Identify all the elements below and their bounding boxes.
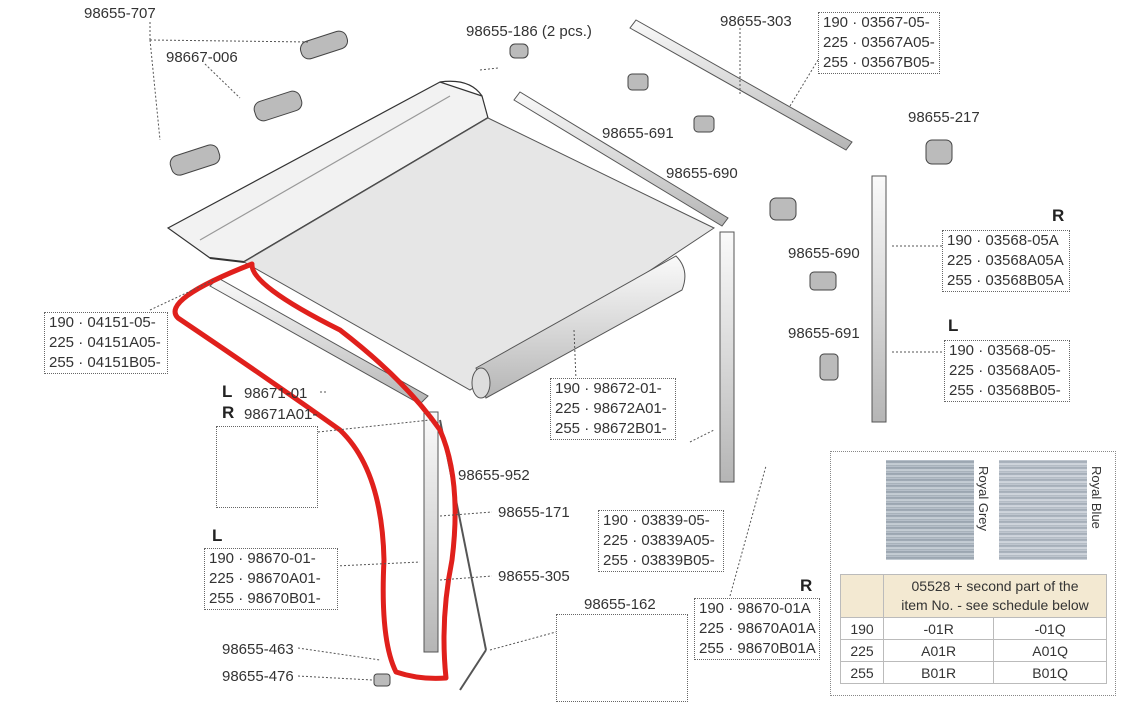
box-98670-r-line-2: 225 · 98670A01A [699,620,816,637]
box-03839-line-2: 225 · 03839A05- [603,532,715,549]
box-03567-line-3: 255 · 03567B05- [823,54,935,71]
box-03568-l-line-2: 225 · 03568A05- [949,362,1061,379]
box-98670-l-line-2: 225 · 98670A01- [209,570,321,587]
side-mark-r-top: R [1052,206,1065,225]
schedule-header-line-2: item No. - see schedule below [901,597,1089,613]
label-98655-162: 98655-162 [584,596,656,613]
label-98655-707: 98655-707 [84,5,156,22]
box-98670-r-line-3: 255 · 98670B01A [699,640,816,657]
schedule-size: 225 [840,639,884,662]
box-04151-line-2: 225 · 04151A05- [49,334,161,351]
box-03568-l-line-1: 190 · 03568-05- [949,342,1056,359]
box-03839-line-1: 190 · 03839-05- [603,512,710,529]
support-strut [439,419,487,691]
label-98655-691-top: 98655-691 [602,125,674,142]
box-98670-l-line-3: 255 · 98670B01- [209,590,321,607]
schedule-corner [840,574,884,618]
box-03567: 190 · 03567-05- 225 · 03567A05- 255 · 03… [818,12,940,74]
side-mark-l-arm: L [222,382,233,401]
schedule-blue: -01Q [993,617,1107,640]
label-98655-463: 98655-463 [222,641,294,658]
box-98672: 190 · 98672-01- 225 · 98672A01- 255 · 98… [550,378,676,440]
box-98672-line-3: 255 · 98672B01- [555,420,667,437]
schedule-blue: A01Q [993,639,1107,662]
box-03567-line-2: 225 · 03567A05- [823,34,935,51]
side-mark-l-leg: L [212,526,223,545]
box-03568-l: 190 · 03568-05- 225 · 03568A05- 255 · 03… [944,340,1070,402]
schedule-row: 225 A01R A01Q [840,639,1107,662]
swatch-royal-blue [999,460,1087,560]
schedule-row: 255 B01R B01Q [840,661,1107,684]
box-98670-l-line-1: 190 · 98670-01- [209,550,316,567]
label-98667-006: 98667-006 [166,49,238,66]
box-98672-line-1: 190 · 98672-01- [555,380,662,397]
box-04151-line-1: 190 · 04151-05- [49,314,156,331]
label-98655-217: 98655-217 [908,109,980,126]
label-98655-305: 98655-305 [498,568,570,585]
box-04151: 190 · 04151-05- 225 · 04151A05- 255 · 04… [44,312,168,374]
awning-fabric [243,117,716,391]
box-98670-l: 190 · 98670-01- 225 · 98670A01- 255 · 98… [204,548,338,610]
side-mark-l-right: L [948,316,959,335]
label-98655-186: 98655-186 (2 pcs.) [466,23,592,40]
side-mark-r-leg: R [800,576,813,595]
box-03839-line-3: 255 · 03839B05- [603,552,715,569]
swatch-royal-grey [886,460,974,560]
cord-kit-box [556,614,688,702]
box-03568-r-line-1: 190 · 03568-05A [947,232,1059,249]
schedule-blue: B01Q [993,661,1107,684]
swatch-royal-grey-name: Royal Grey [976,466,991,532]
box-03568-r: 190 · 03568-05A 225 · 03568A05A 255 · 03… [942,230,1070,292]
box-03568-r-line-3: 255 · 03568B05A [947,272,1064,289]
box-03568-l-line-3: 255 · 03568B05- [949,382,1061,399]
label-98655-690-top: 98655-690 [666,165,738,182]
schedule-grey: B01R [882,661,995,684]
schedule-row: 190 -01R -01Q [840,617,1107,640]
legs [423,175,887,653]
schedule-grey: -01R [882,617,995,640]
schedule-grey: A01R [882,639,995,662]
fabric-schedule-table: 05528 + second part of the item No. - se… [840,574,1107,684]
label-98655-476: 98655-476 [222,668,294,685]
schedule-header: 05528 + second part of the item No. - se… [883,574,1107,618]
schedule-size: 255 [840,661,884,684]
arm-parts-box [216,426,318,508]
label-98655-303: 98655-303 [720,13,792,30]
label-98671a01: 98671A01- [244,406,318,423]
box-04151-line-3: 255 · 04151B05- [49,354,161,371]
box-03567-line-1: 190 · 03567-05- [823,14,930,31]
box-98670-r-line-1: 190 · 98670-01A [699,600,811,617]
fabric-swatch-panel: Royal Grey Royal Blue 05528 + second par… [830,451,1116,696]
schedule-header-line-1: 05528 + second part of the [911,578,1079,594]
box-03839: 190 · 03839-05- 225 · 03839A05- 255 · 03… [598,510,724,572]
label-98655-952: 98655-952 [458,467,530,484]
label-98655-690-right: 98655-690 [788,245,860,262]
box-98670-r: 190 · 98670-01A 225 · 98670A01A 255 · 98… [694,598,820,660]
red-highlight-outline [172,261,458,681]
box-98672-line-2: 225 · 98672A01- [555,400,667,417]
side-mark-r-arm: R [222,403,235,422]
leader-lines [149,22,944,681]
label-98655-171: 98655-171 [498,504,570,521]
roller-tube [471,255,686,399]
swatch-royal-blue-name: Royal Blue [1089,466,1104,529]
label-98671-01: 98671-01 [244,385,308,402]
label-98655-691-right: 98655-691 [788,325,860,342]
schedule-size: 190 [840,617,884,640]
box-03568-r-line-2: 225 · 03568A05A [947,252,1064,269]
rear-rail [513,19,853,227]
